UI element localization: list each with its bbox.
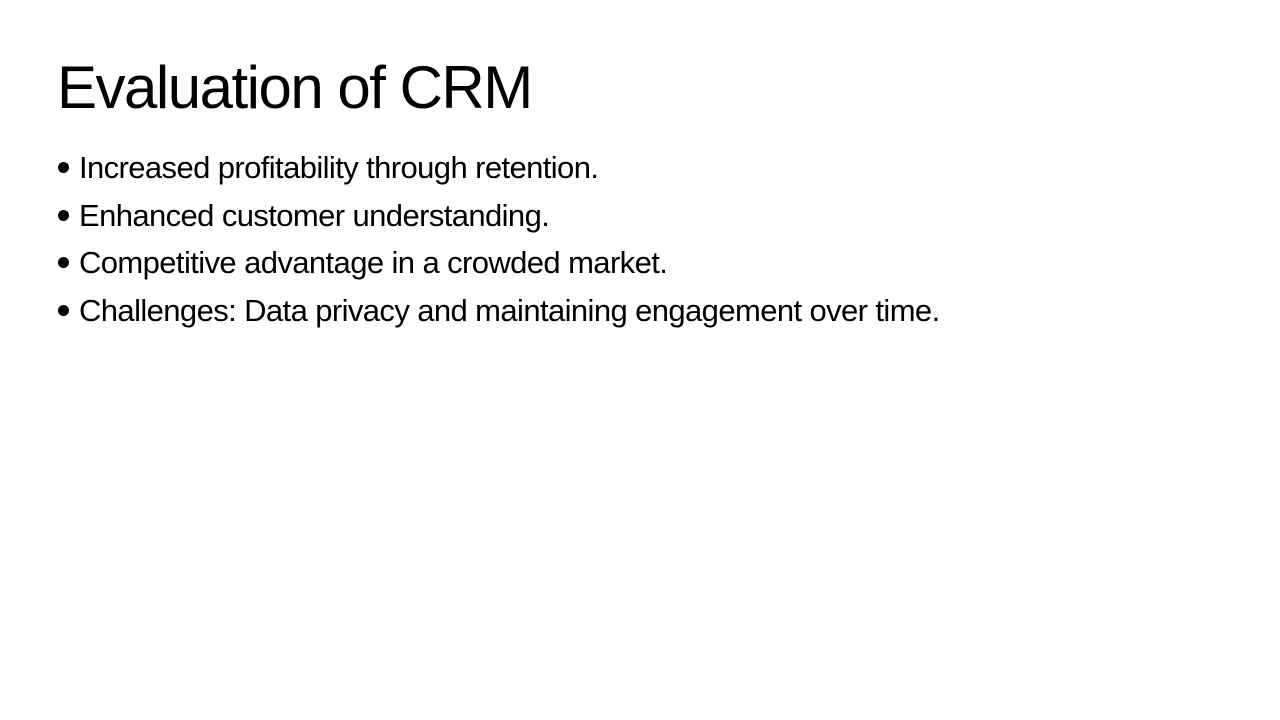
bullet-item: Increased profitability through retentio… <box>58 144 940 192</box>
bullet-dot-icon <box>58 162 69 173</box>
bullet-text: Increased profitability through retentio… <box>79 150 599 185</box>
bullet-dot-icon <box>58 209 69 221</box>
bullet-dot-icon <box>58 304 69 316</box>
slide-title: Evaluation of CRM <box>57 54 533 121</box>
bullet-text: Enhanced customer understanding. <box>79 197 550 233</box>
bullet-item: Challenges: Data privacy and maintaining… <box>58 287 940 335</box>
bullet-item: Competitive advantage in a crowded marke… <box>58 239 940 287</box>
bullet-item: Enhanced customer understanding. <box>58 192 940 240</box>
bullet-text: Challenges: Data privacy and maintaining… <box>79 292 940 328</box>
bullet-dot-icon <box>58 257 69 268</box>
bullet-text: Competitive advantage in a crowded marke… <box>79 245 668 280</box>
bullet-list: Increased profitability through retentio… <box>58 144 940 334</box>
